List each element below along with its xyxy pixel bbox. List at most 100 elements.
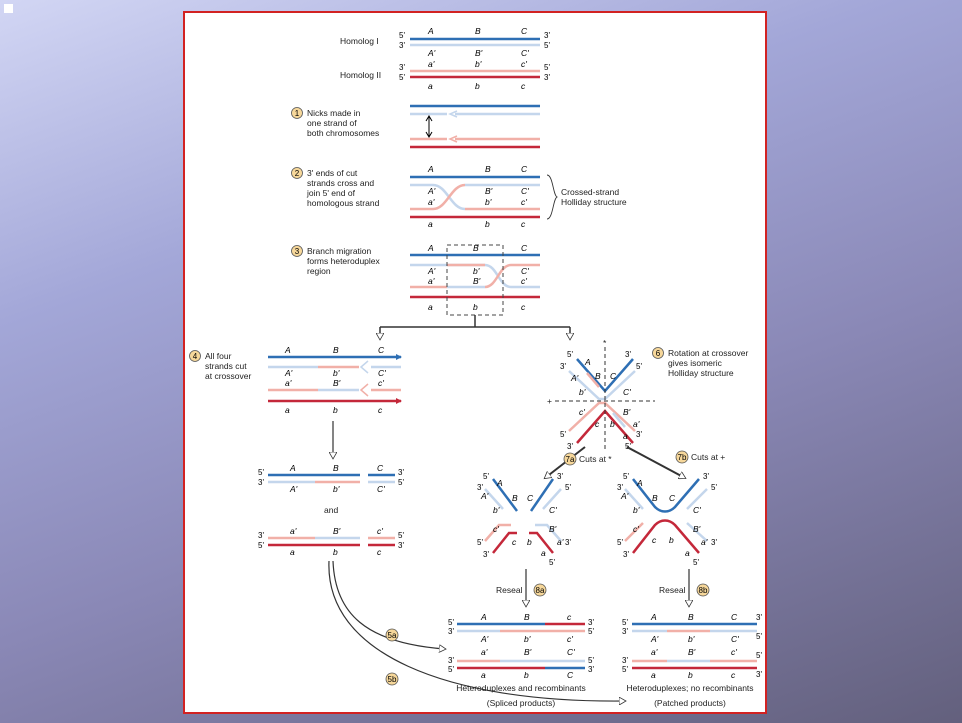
locus-label: b <box>524 670 529 680</box>
end-label: 3' <box>623 550 629 559</box>
end-label: 3' <box>448 627 454 636</box>
step-3-text: Branch migration <box>307 246 372 256</box>
locus-label: c' <box>731 647 737 657</box>
locus-label: A' <box>620 491 629 501</box>
crossed-strand-label: Crossed-strand <box>561 187 619 197</box>
patched-title: Heteroduplexes; no recombinants <box>626 683 753 693</box>
locus-label: b' <box>485 197 492 207</box>
locus-label: c' <box>579 407 585 417</box>
end-label: 5' <box>693 558 699 567</box>
locus-label: a <box>428 302 433 312</box>
end-label: 3' <box>588 665 594 674</box>
end-label: 5' <box>711 483 717 492</box>
locus-label: B' <box>333 378 341 388</box>
step-7b-structure <box>624 478 708 554</box>
locus-label: C <box>521 164 528 174</box>
locus-label: B <box>524 612 530 622</box>
locus-label: C' <box>521 186 529 196</box>
step-3-strands <box>410 244 540 316</box>
locus-label: a' <box>481 647 488 657</box>
locus-label: a <box>481 670 486 680</box>
locus-label: B <box>333 345 339 355</box>
step-6-text: gives isomeric <box>668 358 723 368</box>
locus-label: A <box>427 243 434 253</box>
branch-arrows <box>380 315 570 339</box>
locus-label: B <box>473 243 479 253</box>
end-label: 3' <box>565 538 571 547</box>
locus-label: c' <box>493 524 499 534</box>
step-2-text: 3' ends of cut <box>307 168 358 178</box>
locus-label: c' <box>377 526 383 536</box>
locus-label: C' <box>549 505 557 515</box>
star-marker: * <box>603 338 607 348</box>
step-3-text: region <box>307 266 331 276</box>
locus-label: A' <box>427 48 436 58</box>
end-label: 3' <box>258 478 264 487</box>
step-7a-text: Cuts at * <box>579 454 612 464</box>
end-label: 5' <box>756 632 762 641</box>
locus-label: a' <box>285 378 292 388</box>
end-label: 5' <box>258 468 264 477</box>
end-label: 5' <box>622 618 628 627</box>
and-label: and <box>324 505 338 515</box>
locus-label: c' <box>521 197 527 207</box>
step-2-text: homologous strand <box>307 198 380 208</box>
locus-label: c' <box>521 276 527 286</box>
locus-label: C' <box>731 634 739 644</box>
locus-label: B <box>512 493 518 503</box>
step-7a-structure <box>484 478 562 554</box>
end-label: 5' <box>399 31 405 40</box>
end-label: 5' <box>588 627 594 636</box>
locus-label: a <box>428 81 433 91</box>
locus-label: a' <box>557 537 564 547</box>
locus-label: B' <box>693 524 701 534</box>
end-label: 3' <box>617 483 623 492</box>
crossed-strand-label: Holliday structure <box>561 197 627 207</box>
step-4-text: at crossover <box>205 371 251 381</box>
locus-label: A <box>427 164 434 174</box>
locus-label: a <box>685 548 690 558</box>
svg-text:8b: 8b <box>699 586 708 595</box>
locus-label: A' <box>427 186 436 196</box>
step-6-x-structure <box>555 347 655 449</box>
end-label: 3' <box>398 468 404 477</box>
locus-label: a' <box>428 59 435 69</box>
locus-label: b <box>527 537 532 547</box>
end-label: 3' <box>477 483 483 492</box>
svg-text:7a: 7a <box>566 455 575 464</box>
end-label: 3' <box>703 472 709 481</box>
locus-label: B' <box>524 647 532 657</box>
step-2-badge: 2 <box>291 167 303 179</box>
locus-label: C <box>521 26 528 36</box>
end-label: 5' <box>623 472 629 481</box>
locus-label: b' <box>333 484 340 494</box>
end-label: 5' <box>398 531 404 540</box>
end-label: 5' <box>625 442 631 451</box>
step-4-text: All four <box>205 351 232 361</box>
spliced-title: Heteroduplexes and recombinants <box>456 683 585 693</box>
locus-label: B <box>333 463 339 473</box>
locus-label: a <box>651 670 656 680</box>
reseal-8a-text: Reseal <box>496 585 523 595</box>
locus-label: c <box>521 81 526 91</box>
locus-label: B' <box>549 524 557 534</box>
step-6-text: Holliday structure <box>668 368 734 378</box>
step-1-strands <box>410 104 540 149</box>
step-6-text: Rotation at crossover <box>668 348 748 358</box>
svg-text:3: 3 <box>295 247 300 256</box>
locus-label: c <box>595 419 600 429</box>
svg-text:8a: 8a <box>536 586 545 595</box>
end-label: 5' <box>448 618 454 627</box>
svg-text:2: 2 <box>295 169 300 178</box>
locus-label: B <box>652 493 658 503</box>
end-label: 3' <box>483 550 489 559</box>
locus-label: A <box>496 478 503 488</box>
locus-label: B' <box>688 647 696 657</box>
locus-label: A' <box>284 368 293 378</box>
locus-label: B <box>595 371 601 381</box>
locus-label: A' <box>480 634 489 644</box>
end-label: 3' <box>567 442 573 451</box>
locus-label: b' <box>333 368 340 378</box>
step-7b-badge: 7b <box>675 450 689 464</box>
locus-label: b' <box>633 505 640 515</box>
